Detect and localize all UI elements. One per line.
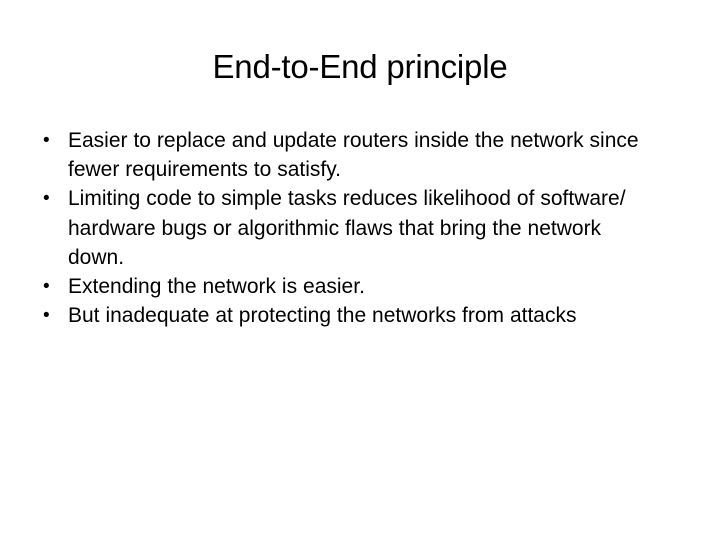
bullet-point-icon: • bbox=[43, 276, 50, 298]
page-title: End-to-End principle bbox=[212, 48, 508, 85]
bullet-point-icon: • bbox=[43, 130, 50, 151]
list-item-text: Limiting code to simple tasks reduces li… bbox=[68, 187, 626, 269]
list-item: • Limiting code to simple tasks reduces … bbox=[36, 184, 656, 272]
bullet-point-icon: • bbox=[43, 305, 50, 327]
list-item-text: Easier to replace and update routers ins… bbox=[68, 129, 639, 182]
list-item: • Easier to replace and update routers i… bbox=[36, 126, 656, 184]
list-item: • But inadequate at protecting the netwo… bbox=[36, 301, 656, 330]
list-item-text: Extending the network is easier. bbox=[68, 275, 365, 299]
bullet-list: • Easier to replace and update routers i… bbox=[36, 126, 656, 330]
list-item-text: But inadequate at protecting the network… bbox=[68, 304, 577, 328]
bullet-point-icon: • bbox=[43, 188, 50, 210]
list-item: • Extending the network is easier. bbox=[36, 272, 656, 301]
